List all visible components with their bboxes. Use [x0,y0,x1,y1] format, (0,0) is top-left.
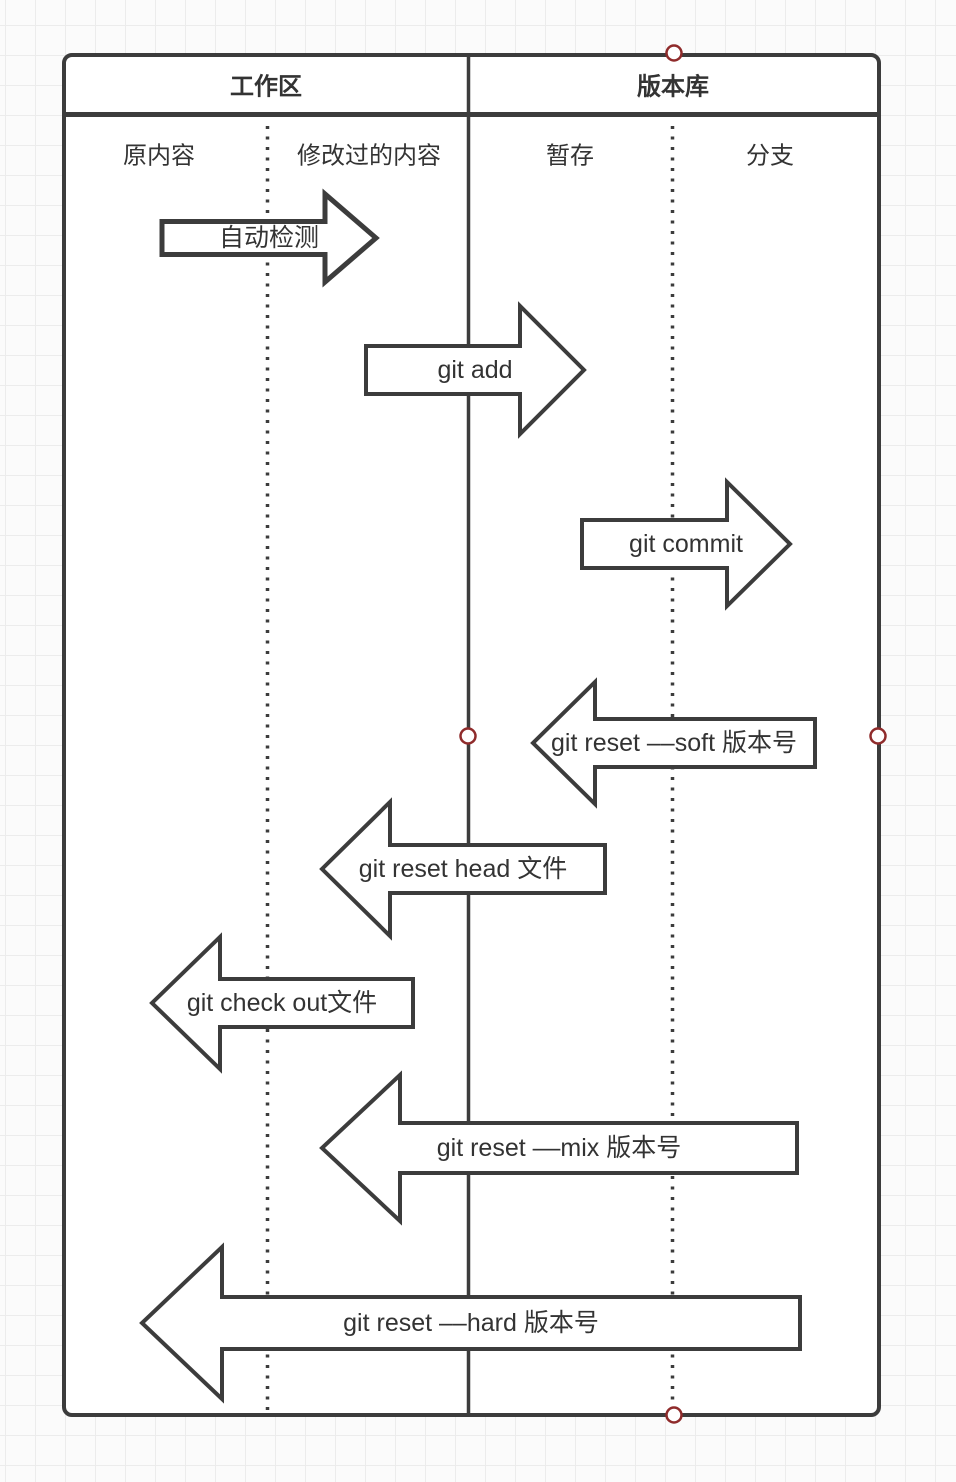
arrow-git-add-shape[interactable] [364,301,587,439]
arrow-git-reset-head[interactable]: git reset head 文件 [319,797,607,941]
arrow-auto-detect-shape[interactable] [159,188,380,288]
arrow-git-checkout-shape[interactable] [149,932,415,1074]
arrow-git-checkout[interactable]: git check out文件 [149,932,415,1074]
selection-handle-left[interactable] [459,727,477,745]
arrow-git-reset-soft-label: git reset ––soft 版本号 [551,729,797,757]
arrow-git-add[interactable]: git add [364,301,587,439]
arrow-git-reset-soft-shape[interactable] [530,677,817,809]
arrow-git-reset-mix-label: git reset ––mix 版本号 [437,1134,682,1162]
column-label-original: 原内容 [123,143,195,170]
arrow-git-commit[interactable]: git commit [580,477,793,611]
arrow-git-reset-hard-label: git reset ––hard 版本号 [343,1309,599,1337]
arrow-git-reset-hard-shape[interactable] [139,1242,802,1404]
arrow-git-reset-mix[interactable]: git reset ––mix 版本号 [319,1070,799,1226]
arrow-git-commit-shape[interactable] [580,477,793,611]
column-label-branch: 分支 [746,143,794,170]
arrow-git-commit-label: git commit [629,530,743,558]
arrow-git-reset-head-label: git reset head 文件 [359,855,567,883]
selection-handle-bottom[interactable] [665,1406,683,1424]
selection-handle-right[interactable] [869,727,887,745]
column-label-modified: 修改过的内容 [297,143,441,170]
arrow-git-reset-hard[interactable]: git reset ––hard 版本号 [139,1242,802,1404]
column-label-stage: 暂存 [546,143,594,170]
arrow-git-reset-head-shape[interactable] [319,797,607,941]
selection-handle-top[interactable] [665,44,683,62]
arrow-git-add-label: git add [437,356,512,384]
header-label-workarea: 工作区 [230,74,302,101]
arrow-git-reset-soft[interactable]: git reset ––soft 版本号 [530,677,817,809]
arrow-git-checkout-label: git check out文件 [187,989,377,1017]
arrow-auto-detect[interactable]: 自动检测 [159,188,380,288]
arrow-auto-detect-label: 自动检测 [219,224,319,252]
header-label-repo: 版本库 [637,74,709,101]
arrow-git-reset-mix-shape[interactable] [319,1070,799,1226]
